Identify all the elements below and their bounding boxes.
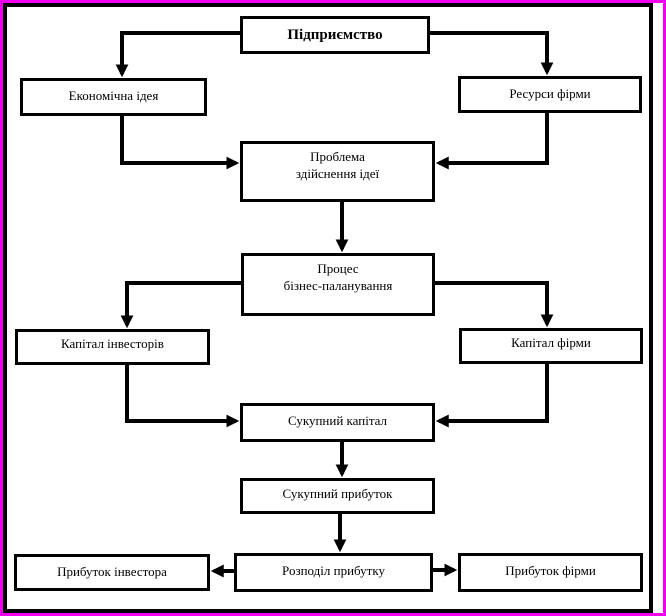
arrow-process-to-investors-capital bbox=[120, 281, 241, 329]
node-profit-distribution: Розподіл прибутку bbox=[234, 553, 433, 592]
arrow-firm-capital-to-total-capital bbox=[435, 364, 549, 428]
node-total-profit: Сукупний прибуток bbox=[240, 478, 435, 514]
node-investor-profit: Прибуток інвестора bbox=[14, 554, 210, 591]
node-economic-idea: Економічна ідея bbox=[20, 78, 207, 116]
node-firm-profit: Прибуток фірми bbox=[458, 553, 643, 592]
node-investors-capital: Капітал інвесторів bbox=[15, 329, 210, 365]
node-process: Процес бізнес-паланування bbox=[241, 253, 435, 316]
node-total-profit-label: Сукупний прибуток bbox=[282, 486, 393, 501]
arrow-enterprise-to-firm-resources bbox=[430, 31, 554, 76]
node-profit-distribution-label: Розподіл прибутку bbox=[282, 563, 385, 578]
node-firm-resources-label: Ресурси фірми bbox=[509, 86, 591, 101]
node-investor-profit-label: Прибуток інвестора bbox=[57, 564, 167, 579]
inner-black-frame bbox=[3, 3, 653, 613]
node-problem-label-line1: Проблема bbox=[310, 149, 365, 164]
node-total-capital: Сукупний капітал bbox=[240, 403, 435, 442]
node-firm-profit-label: Прибуток фірми bbox=[505, 563, 596, 578]
node-total-capital-label: Сукупний капітал bbox=[287, 413, 388, 428]
arrow-firm-resources-to-problem bbox=[435, 113, 549, 170]
node-firm-capital: Капітал фірми bbox=[459, 328, 643, 364]
node-economic-idea-label: Економічна ідея bbox=[68, 88, 159, 103]
arrow-enterprise-to-economic-idea bbox=[115, 31, 240, 78]
node-investors-capital-label: Капітал інвесторів bbox=[61, 336, 164, 351]
node-process-label-line1: Процес bbox=[317, 261, 359, 276]
node-problem-label-line2: здійснення ідеї bbox=[295, 166, 380, 181]
arrow-economic-idea-to-problem bbox=[120, 116, 240, 170]
node-firm-capital-label: Капітал фірми bbox=[511, 335, 591, 350]
node-problem: Проблема здійснення ідеї bbox=[240, 141, 435, 202]
node-process-label-line2: бізнес-паланування bbox=[283, 278, 393, 293]
arrow-investors-capital-to-total-capital bbox=[125, 365, 240, 428]
node-firm-resources: Ресурси фірми bbox=[458, 76, 642, 113]
node-enterprise-label: Підприємство bbox=[287, 26, 383, 43]
arrow-process-to-firm-capital bbox=[435, 281, 554, 328]
node-enterprise: Підприємство bbox=[240, 16, 430, 54]
